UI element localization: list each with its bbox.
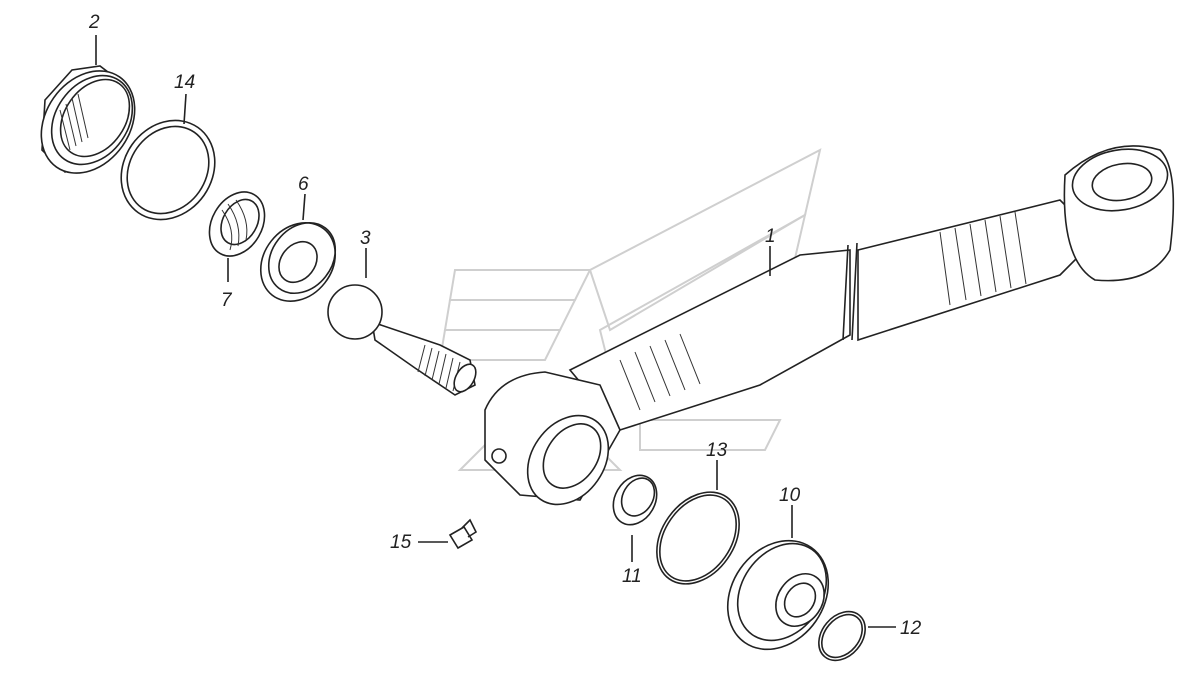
callout-3: 3 xyxy=(360,228,371,249)
callout-14: 14 xyxy=(174,72,195,93)
callout-11: 11 xyxy=(622,566,642,587)
callout-2: 2 xyxy=(88,12,100,33)
part-13-o-ring[interactable] xyxy=(640,476,756,599)
callout-1: 1 xyxy=(765,226,776,247)
part-10-seal-boot[interactable] xyxy=(707,521,849,669)
callout-15: 15 xyxy=(390,532,412,553)
callout-10: 10 xyxy=(779,485,801,506)
part-12-ring[interactable] xyxy=(809,602,874,669)
part-1-tie-rod[interactable] xyxy=(484,142,1175,520)
callout-13: 13 xyxy=(706,440,728,461)
part-7-bushing[interactable] xyxy=(198,182,275,266)
callout-6: 6 xyxy=(298,174,309,195)
part-2-threaded-cap[interactable] xyxy=(22,53,154,191)
part-11-snap-ring[interactable] xyxy=(605,467,666,532)
callout-12: 12 xyxy=(900,618,922,639)
leader-lines xyxy=(95,35,896,628)
part-14-ring[interactable] xyxy=(102,102,234,238)
part-3-ball-stud[interactable] xyxy=(327,284,480,396)
part-15-grease-fitting[interactable] xyxy=(448,518,478,550)
part-6-washer[interactable] xyxy=(245,208,350,316)
callout-7: 7 xyxy=(221,290,233,311)
